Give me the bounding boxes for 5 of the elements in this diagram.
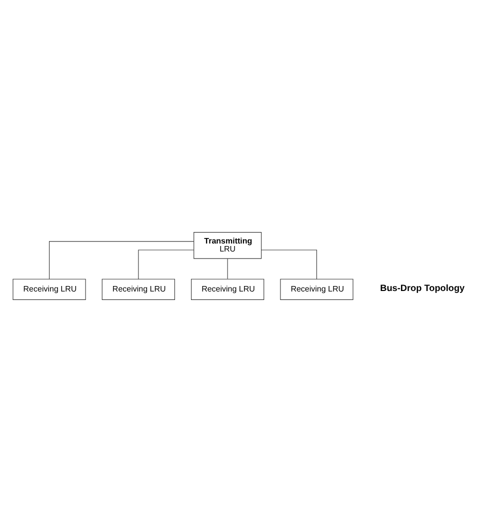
- label: Bus-Drop Topology: [380, 283, 465, 294]
- connector: [261, 250, 317, 280]
- connector: [49, 241, 194, 280]
- connector: [138, 250, 194, 280]
- connector: [227, 258, 228, 280]
